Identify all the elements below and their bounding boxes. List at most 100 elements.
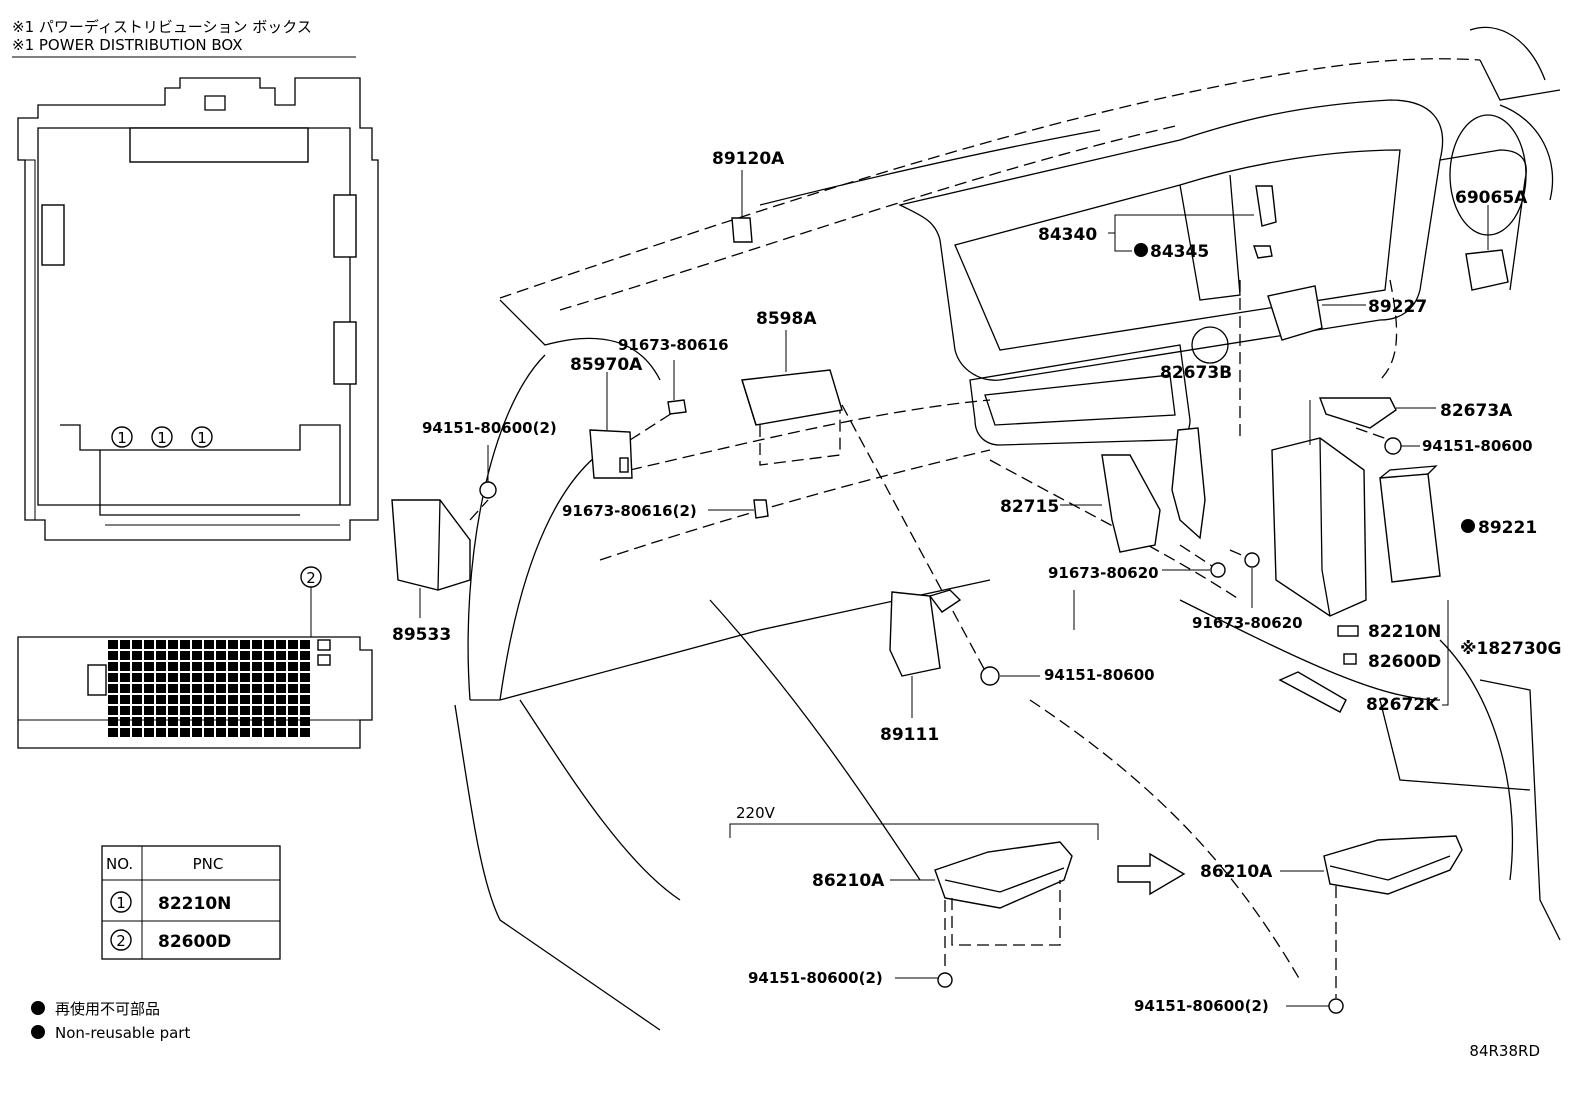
label-8598A: 8598A <box>756 309 817 329</box>
relay-cell <box>276 717 286 726</box>
relay-cell <box>228 684 238 693</box>
relay-cell <box>192 706 202 715</box>
relay-cell <box>132 651 142 660</box>
part-82673A-cover <box>1318 397 1436 455</box>
part-89221-ecu <box>1379 465 1441 583</box>
relay-cell <box>108 640 118 649</box>
relay-cell <box>108 695 118 704</box>
relay-cell <box>156 728 166 737</box>
relay-cell <box>228 651 238 660</box>
header-line-english: ※1 POWER DISTRIBUTION BOX <box>12 36 243 54</box>
relay-cell <box>252 684 262 693</box>
relay-cell <box>252 673 262 682</box>
label-91673-80616: 91673-80616 <box>618 336 729 354</box>
part-89111-module <box>889 589 962 718</box>
relay-cell <box>240 728 250 737</box>
relay-cell <box>132 695 142 704</box>
relay-cell <box>180 673 190 682</box>
label-89111: 89111 <box>880 725 939 745</box>
relay-cell <box>120 662 130 671</box>
relay-cell <box>300 706 310 715</box>
relay-cell <box>288 684 298 693</box>
pnc-row-1-value: 82210N <box>158 894 231 914</box>
relay-cell <box>168 640 178 649</box>
relay-cell <box>240 662 250 671</box>
part-91673-80616-bolt <box>708 499 769 519</box>
relay-cell <box>192 640 202 649</box>
relay-cell <box>300 662 310 671</box>
label-82210N: 82210N <box>1368 622 1441 642</box>
relay-cell <box>228 717 238 726</box>
relay-cell <box>252 662 262 671</box>
part-84340-sensor <box>1108 185 1277 259</box>
relay-cell <box>300 673 310 682</box>
pnc-col-pnc: PNC <box>193 855 224 873</box>
relay-cell <box>204 640 214 649</box>
relay-cell <box>288 695 298 704</box>
part-82672K-cover <box>1278 671 1347 713</box>
relay-cell <box>216 695 226 704</box>
relay-cell <box>168 662 178 671</box>
relay-cell <box>288 662 298 671</box>
relay-cell <box>216 673 226 682</box>
label-182730G: ※182730G <box>1460 639 1561 659</box>
relay-cell <box>264 706 274 715</box>
relay-cell <box>288 640 298 649</box>
relay-cell <box>240 684 250 693</box>
relay-cell <box>108 717 118 726</box>
relay-cell <box>288 673 298 682</box>
relay-cell <box>108 651 118 660</box>
label-89120A: 89120A <box>712 149 785 169</box>
header-line-japanese: ※1 パワーディストリビューション ボックス <box>12 18 312 36</box>
relay-cell <box>168 651 178 660</box>
relay-cell <box>168 695 178 704</box>
relay-cell <box>180 695 190 704</box>
meter-hood <box>898 99 1527 446</box>
label-82672K: 82672K <box>1366 695 1439 715</box>
fuse-marker-1-text: 1 <box>117 429 127 447</box>
relay-cell <box>108 662 118 671</box>
relay-cell <box>120 684 130 693</box>
relay-cell <box>264 673 274 682</box>
relay-cell <box>300 717 310 726</box>
label-89221: 89221 <box>1478 518 1537 538</box>
power-distribution-box-top: 1 1 1 <box>17 77 379 541</box>
label-91673-80620-b: 91673-80620 <box>1192 614 1303 632</box>
relay-cell <box>276 662 286 671</box>
relay-cell <box>228 673 238 682</box>
relay-cell <box>192 651 202 660</box>
relay-cell <box>156 717 166 726</box>
relay-cell <box>228 728 238 737</box>
relay-cell <box>108 706 118 715</box>
relay-cell <box>108 684 118 693</box>
fuse-marker-2 <box>151 426 173 448</box>
part-89120A <box>731 170 753 243</box>
diagram-code: 84R38RD <box>1469 1042 1540 1060</box>
relay-cell <box>180 640 190 649</box>
relay-cell <box>300 695 310 704</box>
relay-cell <box>204 717 214 726</box>
pnc-row-1-no: 1 <box>116 894 126 912</box>
relay-cell <box>288 728 298 737</box>
relay-cell <box>180 706 190 715</box>
power-distribution-box-side: 2 <box>17 566 373 749</box>
relay-cell <box>156 684 166 693</box>
relay-cell <box>144 640 154 649</box>
relay-cell <box>276 640 286 649</box>
relay-cell <box>204 673 214 682</box>
relay-cell <box>240 695 250 704</box>
relay-cell <box>276 684 286 693</box>
relay-cell <box>228 706 238 715</box>
relay-cell <box>264 684 274 693</box>
relay-cell <box>276 651 286 660</box>
label-86210A-b: 86210A <box>1200 862 1273 882</box>
label-82673A: 82673A <box>1440 401 1513 421</box>
relay-cell <box>300 651 310 660</box>
relay-cell <box>132 662 142 671</box>
relay-cell <box>300 640 310 649</box>
legend-japanese: 再使用不可部品 <box>55 1000 160 1018</box>
relay-cell <box>180 684 190 693</box>
part-91673-80620-bolts <box>1073 544 1260 630</box>
relay-cell <box>192 673 202 682</box>
